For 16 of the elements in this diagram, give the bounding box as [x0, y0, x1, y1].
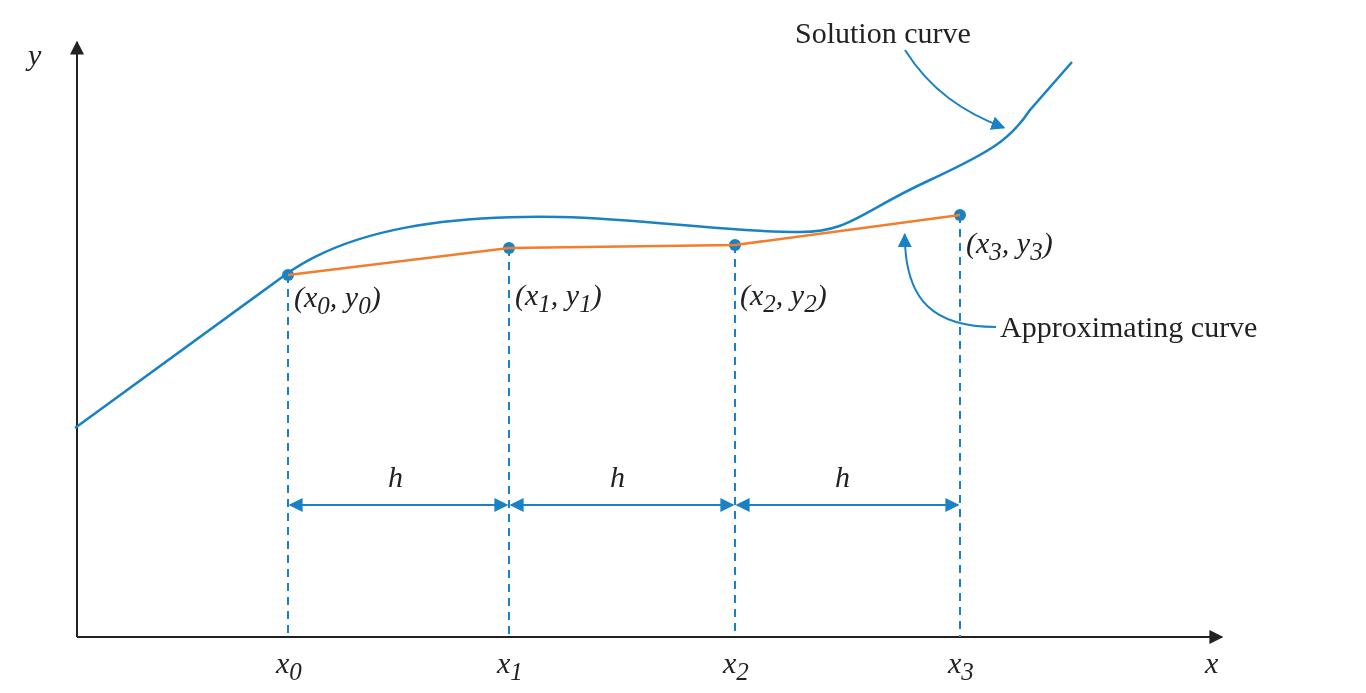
- curve-label: Approximating curve: [1000, 312, 1258, 342]
- point-label: (x$_{1}$, y$_{1}$): [515, 280, 602, 316]
- point-label: (x$_{0}$, y$_{0}$): [294, 282, 381, 318]
- point-label: (x$_{3}$, y$_{3}$): [966, 228, 1053, 264]
- leader-arrow: [898, 232, 997, 328]
- dimension-label: h: [388, 462, 403, 492]
- axis-label: x: [1205, 648, 1219, 678]
- curve-label: Solution curve: [795, 18, 971, 48]
- dimension-label: h: [610, 462, 625, 492]
- leader-arrow: [904, 49, 1006, 130]
- tick-label: x$_{1}$: [497, 648, 523, 684]
- point-label: (x$_{2}$, y$_{2}$): [740, 280, 827, 316]
- tick-label: x$_{2}$: [723, 648, 749, 684]
- tick-label: x$_{3}$: [948, 648, 974, 684]
- dimension-label: h: [835, 462, 850, 492]
- tick-label: x$_{0}$: [276, 648, 302, 684]
